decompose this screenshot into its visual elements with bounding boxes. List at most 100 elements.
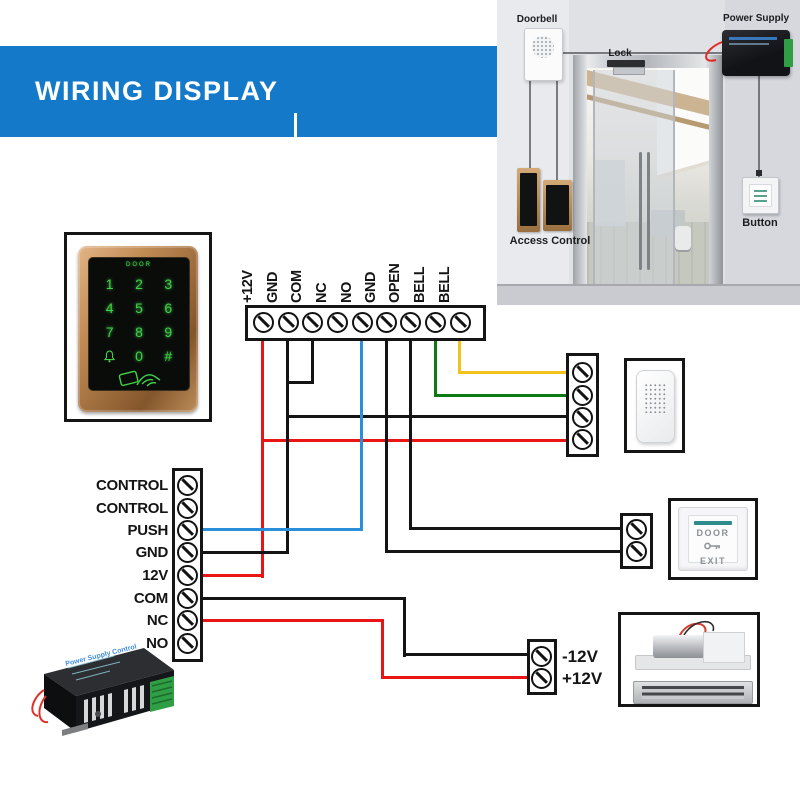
maglock-armature-plate — [633, 681, 753, 704]
lock-device-photo — [607, 60, 645, 67]
speaker-grille-icon — [532, 36, 554, 58]
terminal-screw-icon — [177, 498, 198, 519]
lock-plus12v-label: +12V — [562, 669, 603, 688]
terminal-label: BELL — [437, 266, 453, 303]
terminal-screw-icon — [425, 312, 446, 333]
terminal-screw-icon — [572, 429, 593, 450]
exit-button-exit-text: EXIT — [699, 556, 726, 566]
terminal-label: NO — [146, 635, 168, 652]
terminal-label: COM — [289, 270, 305, 303]
photo-glass-door — [593, 70, 675, 286]
terminal-label: +12V — [240, 270, 256, 303]
terminal-screw-icon — [302, 312, 323, 333]
wire-black-com-jumper — [311, 338, 314, 384]
keypad-key: 0 — [135, 348, 143, 364]
bolt-lock-body — [703, 632, 745, 663]
terminal-label: CONTROL — [95, 500, 168, 517]
terminal-screw-icon — [626, 519, 647, 540]
keypad-screen-photo — [546, 185, 569, 225]
wire-black-to-exit-top — [409, 527, 626, 530]
terminal-screw-icon — [572, 407, 593, 428]
power-supply-text-line — [729, 43, 769, 45]
terminal-label: CONTROL — [95, 477, 168, 494]
wire-green-to-doorbell — [434, 394, 570, 397]
power-supply-text-line — [729, 37, 777, 40]
doorbell-device-image — [624, 358, 685, 453]
terminal-screw-icon — [626, 541, 647, 562]
installation-photo: Doorbell Power Supply Lock Access Contro… — [497, 0, 800, 305]
keypad-screen-title: DOOR — [126, 262, 152, 268]
speaker-grille-icon — [644, 383, 667, 413]
wire-blue-to-psu-push — [200, 528, 363, 531]
lock-wires-icon — [678, 620, 715, 638]
terminal-label: NO — [339, 282, 355, 303]
exit-button-plate-photo — [749, 184, 772, 207]
terminal-screw-icon — [450, 312, 471, 333]
exit-button-photo — [742, 177, 779, 214]
wire-black-com-psu — [200, 597, 406, 600]
wire-black-to-doorbell — [286, 415, 570, 418]
wire-red-to-doorbell — [261, 439, 570, 442]
terminal-screw-icon — [177, 588, 198, 609]
terminal-label: 12V — [142, 567, 168, 584]
wire-black-com-jumper — [287, 381, 314, 384]
power-supply-label: Power Supply — [722, 13, 790, 24]
terminal-screw-icon — [531, 646, 552, 667]
keypad-key: 2 — [135, 276, 143, 292]
keypad-key: 6 — [164, 300, 173, 316]
terminal-screw-icon — [572, 385, 593, 406]
terminal-screw-icon — [400, 312, 421, 333]
exit-button-device-image: DOOR EXIT — [668, 498, 758, 580]
wire-black-to-psu-gnd — [200, 551, 289, 554]
key-icon — [704, 542, 720, 550]
terminal-label: PUSH — [127, 522, 169, 539]
wire-yellow-bell — [458, 338, 461, 374]
exit-button-face: DOOR EXIT — [688, 515, 738, 566]
wire-green-bell — [434, 338, 437, 397]
power-supply-illustration: Power Supply Control — [31, 643, 174, 736]
keypad-key: 4 — [105, 300, 114, 316]
terminal-screw-icon — [177, 610, 198, 631]
exit-button-door-text: DOOR — [696, 528, 730, 538]
lock-minus12v-label: -12V — [562, 647, 598, 666]
terminal-screw-icon — [177, 633, 198, 654]
bolt-lock-cylinder — [653, 635, 705, 658]
terminal-screw-icon — [253, 312, 274, 333]
terminal-screw-icon — [278, 312, 299, 333]
terminal-label: COM — [133, 590, 168, 607]
doorbell-body — [636, 370, 675, 443]
page-title: WIRING DISPLAY — [35, 76, 279, 106]
card-swipe-icon — [118, 370, 161, 387]
wire-red-nc — [200, 619, 384, 622]
keypad-key-grid: 1 2 3 4 5 6 7 8 9 0 # — [95, 272, 183, 368]
keypad-key: 7 — [105, 324, 114, 340]
keypad-key: 3 — [164, 276, 173, 292]
keypad-key: 1 — [105, 276, 114, 292]
wire-black-to-lock-minus12v — [403, 653, 534, 656]
terminal-label: GND — [363, 271, 379, 303]
keypad-device-image: DOOR 1 2 3 4 5 6 7 8 9 — [64, 232, 212, 422]
terminal-screw-icon — [177, 542, 198, 563]
terminal-label: GND — [265, 271, 281, 303]
terminal-label: GND — [135, 544, 169, 561]
wire-black-gnd2 — [385, 338, 388, 553]
keypad-key: 5 — [135, 300, 143, 316]
terminal-label: NC — [314, 282, 330, 303]
keypad-key: 8 — [135, 324, 143, 340]
wire-red-to-psu-12v — [200, 574, 264, 577]
terminal-label: BELL — [412, 266, 428, 303]
terminal-label: NC — [146, 612, 168, 629]
terminal-label: OPEN — [387, 263, 403, 304]
maglock-pole-strips — [642, 686, 744, 699]
terminal-screw-icon — [352, 312, 373, 333]
wire-black-gnd — [286, 338, 289, 554]
exit-button-stripe — [694, 521, 732, 525]
terminal-screw-icon — [572, 362, 593, 383]
keypad-touch-screen: DOOR 1 2 3 4 5 6 7 8 9 — [88, 257, 190, 391]
wire-yellow-to-doorbell — [458, 371, 570, 374]
magnetic-lock-device-image — [618, 612, 760, 707]
power-supply-terminal-photo — [784, 39, 793, 67]
exit-button-engraving — [754, 190, 767, 202]
lock-label: Lock — [608, 48, 632, 59]
wire-red-12v — [261, 338, 264, 578]
